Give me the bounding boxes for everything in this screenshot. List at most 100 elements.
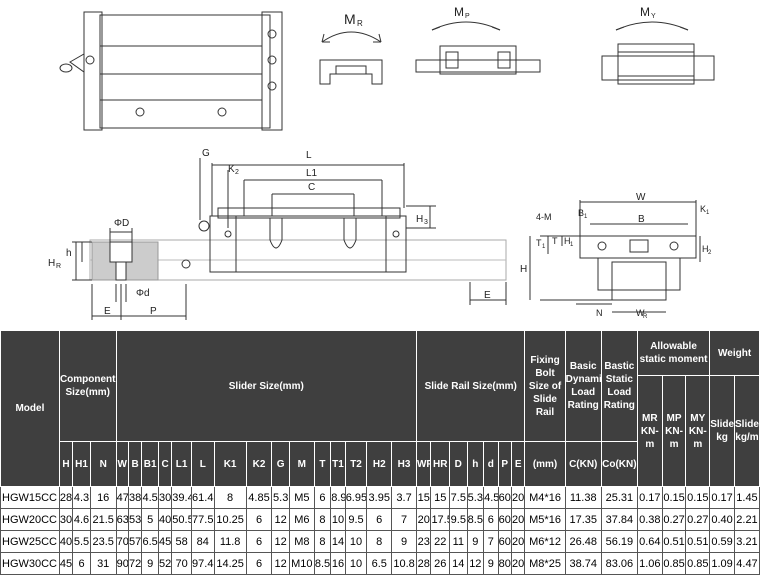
mp-label: M — [454, 5, 464, 19]
front-view — [529, 200, 701, 313]
subheader-cell: C — [157, 441, 173, 487]
table-row: HGW15CC284.31647384.53039.461.484.855.3M… — [0, 486, 760, 509]
table-cell: 9.5 — [449, 508, 468, 531]
dim-w: W — [636, 192, 646, 203]
top-view-block — [59, 11, 283, 131]
table-cell: 10.25 — [213, 508, 247, 531]
table-cell: 60 — [497, 508, 512, 531]
table-cell: 56.19 — [600, 530, 638, 553]
table-cell: 14.25 — [213, 552, 247, 575]
table-cell: 9 — [141, 552, 159, 575]
table-cell: 5.3 — [466, 486, 485, 509]
dim-l1: L1 — [306, 168, 318, 179]
table-cell: 60 — [497, 486, 512, 509]
table-cell: 1.45 — [733, 486, 760, 509]
dim-phi-d: ΦD — [114, 218, 129, 229]
header-rail-size: Slide Rail Size(mm) — [415, 330, 526, 442]
model-cell: HGW25CC — [0, 530, 60, 553]
table-cell: 30 — [157, 486, 173, 509]
table-cell: 10 — [344, 530, 368, 553]
subheader-cell: L — [190, 441, 215, 487]
dim-l: L — [306, 150, 312, 161]
dim-g: G — [202, 148, 210, 159]
table-cell: M8 — [288, 530, 315, 553]
table-cell: 6.5 — [366, 552, 393, 575]
subheader-cell: H — [58, 441, 74, 487]
table-cell: 14 — [330, 530, 346, 553]
table-cell: 7 — [391, 508, 417, 531]
table-cell: 8 — [313, 508, 332, 531]
table-cell: 57 — [127, 530, 143, 553]
table-cell: 0.17 — [636, 486, 663, 509]
table-cell: 52 — [157, 552, 173, 575]
table-cell: 4.5 — [141, 486, 159, 509]
table-cell: 20 — [510, 486, 526, 509]
table-cell: 9 — [391, 530, 417, 553]
table-cell: 17.35 — [564, 508, 602, 531]
table-cell: 14 — [449, 552, 468, 575]
subheader-cell: B — [127, 441, 143, 487]
table-cell: 7.5 — [449, 486, 468, 509]
table-cell: M5*16 — [524, 508, 566, 531]
dim-b1-sub: 1 — [584, 214, 588, 220]
table-cell: 77.5 — [190, 508, 215, 531]
table-cell: 28 — [58, 486, 74, 509]
table-cell: 90 — [115, 552, 129, 575]
dim-h2-sub: 2 — [708, 250, 712, 256]
header-basic-dynamic: Basic Dynamic Load Rating — [564, 330, 602, 442]
table-cell: 30 — [58, 508, 74, 531]
subheader-cell: D — [449, 441, 468, 487]
table-cell: 28 — [415, 552, 432, 575]
table-cell: 11.38 — [564, 486, 602, 509]
subheader-cell: h — [466, 441, 485, 487]
side-view — [89, 158, 507, 305]
dim-b1: B — [578, 208, 584, 218]
my-label: M — [640, 5, 650, 19]
table-cell: 4.5 — [483, 486, 499, 509]
table-cell: 4.6 — [72, 508, 91, 531]
table-cell: 80 — [497, 552, 512, 575]
table-cell: 39.4 — [171, 486, 192, 509]
spec-table: Model Component Size(mm) Slider Size(mm)… — [0, 330, 760, 575]
table-cell: 40 — [58, 530, 74, 553]
table-cell: 38 — [127, 486, 143, 509]
subheader-cell: H1 — [72, 441, 91, 487]
model-cell: HGW15CC — [0, 486, 60, 509]
table-cell: 6 — [483, 508, 499, 531]
table-cell: 6 — [313, 486, 332, 509]
table-cell: 97.4 — [190, 552, 215, 575]
table-cell: 20 — [415, 508, 432, 531]
table-cell: 58 — [171, 530, 192, 553]
table-cell: 16 — [330, 552, 346, 575]
table-cell: M10 — [288, 552, 315, 575]
dim-h3: H — [416, 214, 423, 225]
subheader-cell: L1 — [171, 441, 192, 487]
dim-k2: K — [228, 164, 235, 175]
subheader-cell: T2 — [344, 441, 368, 487]
header-mr: MR KN-m — [636, 375, 663, 487]
table-cell: 5.3 — [271, 486, 290, 509]
dim-e-left: E — [104, 306, 111, 317]
table-cell: 3.95 — [366, 486, 393, 509]
table-cell: 8.5 — [313, 552, 332, 575]
table-cell: 38.74 — [564, 552, 602, 575]
header-allowable-moment: Allowable static moment — [636, 330, 711, 376]
subheader-cell: T1 — [330, 441, 346, 487]
subheader-cell: W — [115, 441, 129, 487]
header-slider-size: Slider Size(mm) — [115, 330, 417, 442]
header-basic-static: Bastic Static Load Rating — [600, 330, 638, 442]
table-cell: 7 — [483, 530, 499, 553]
table-cell: 72 — [127, 552, 143, 575]
table-cell: 4.85 — [245, 486, 273, 509]
table-cell: M4*16 — [524, 486, 566, 509]
table-cell: 12 — [271, 508, 290, 531]
table-cell: 0.17 — [709, 486, 735, 509]
table-cell: 0.27 — [661, 508, 687, 531]
model-cell: HGW20CC — [0, 508, 60, 531]
table-cell: 9 — [483, 552, 499, 575]
dim-phi-small-d: Φd — [136, 288, 150, 299]
dim-wr: W — [636, 308, 645, 318]
subheader-cell: E — [510, 441, 526, 487]
table-cell: 20 — [510, 552, 526, 575]
